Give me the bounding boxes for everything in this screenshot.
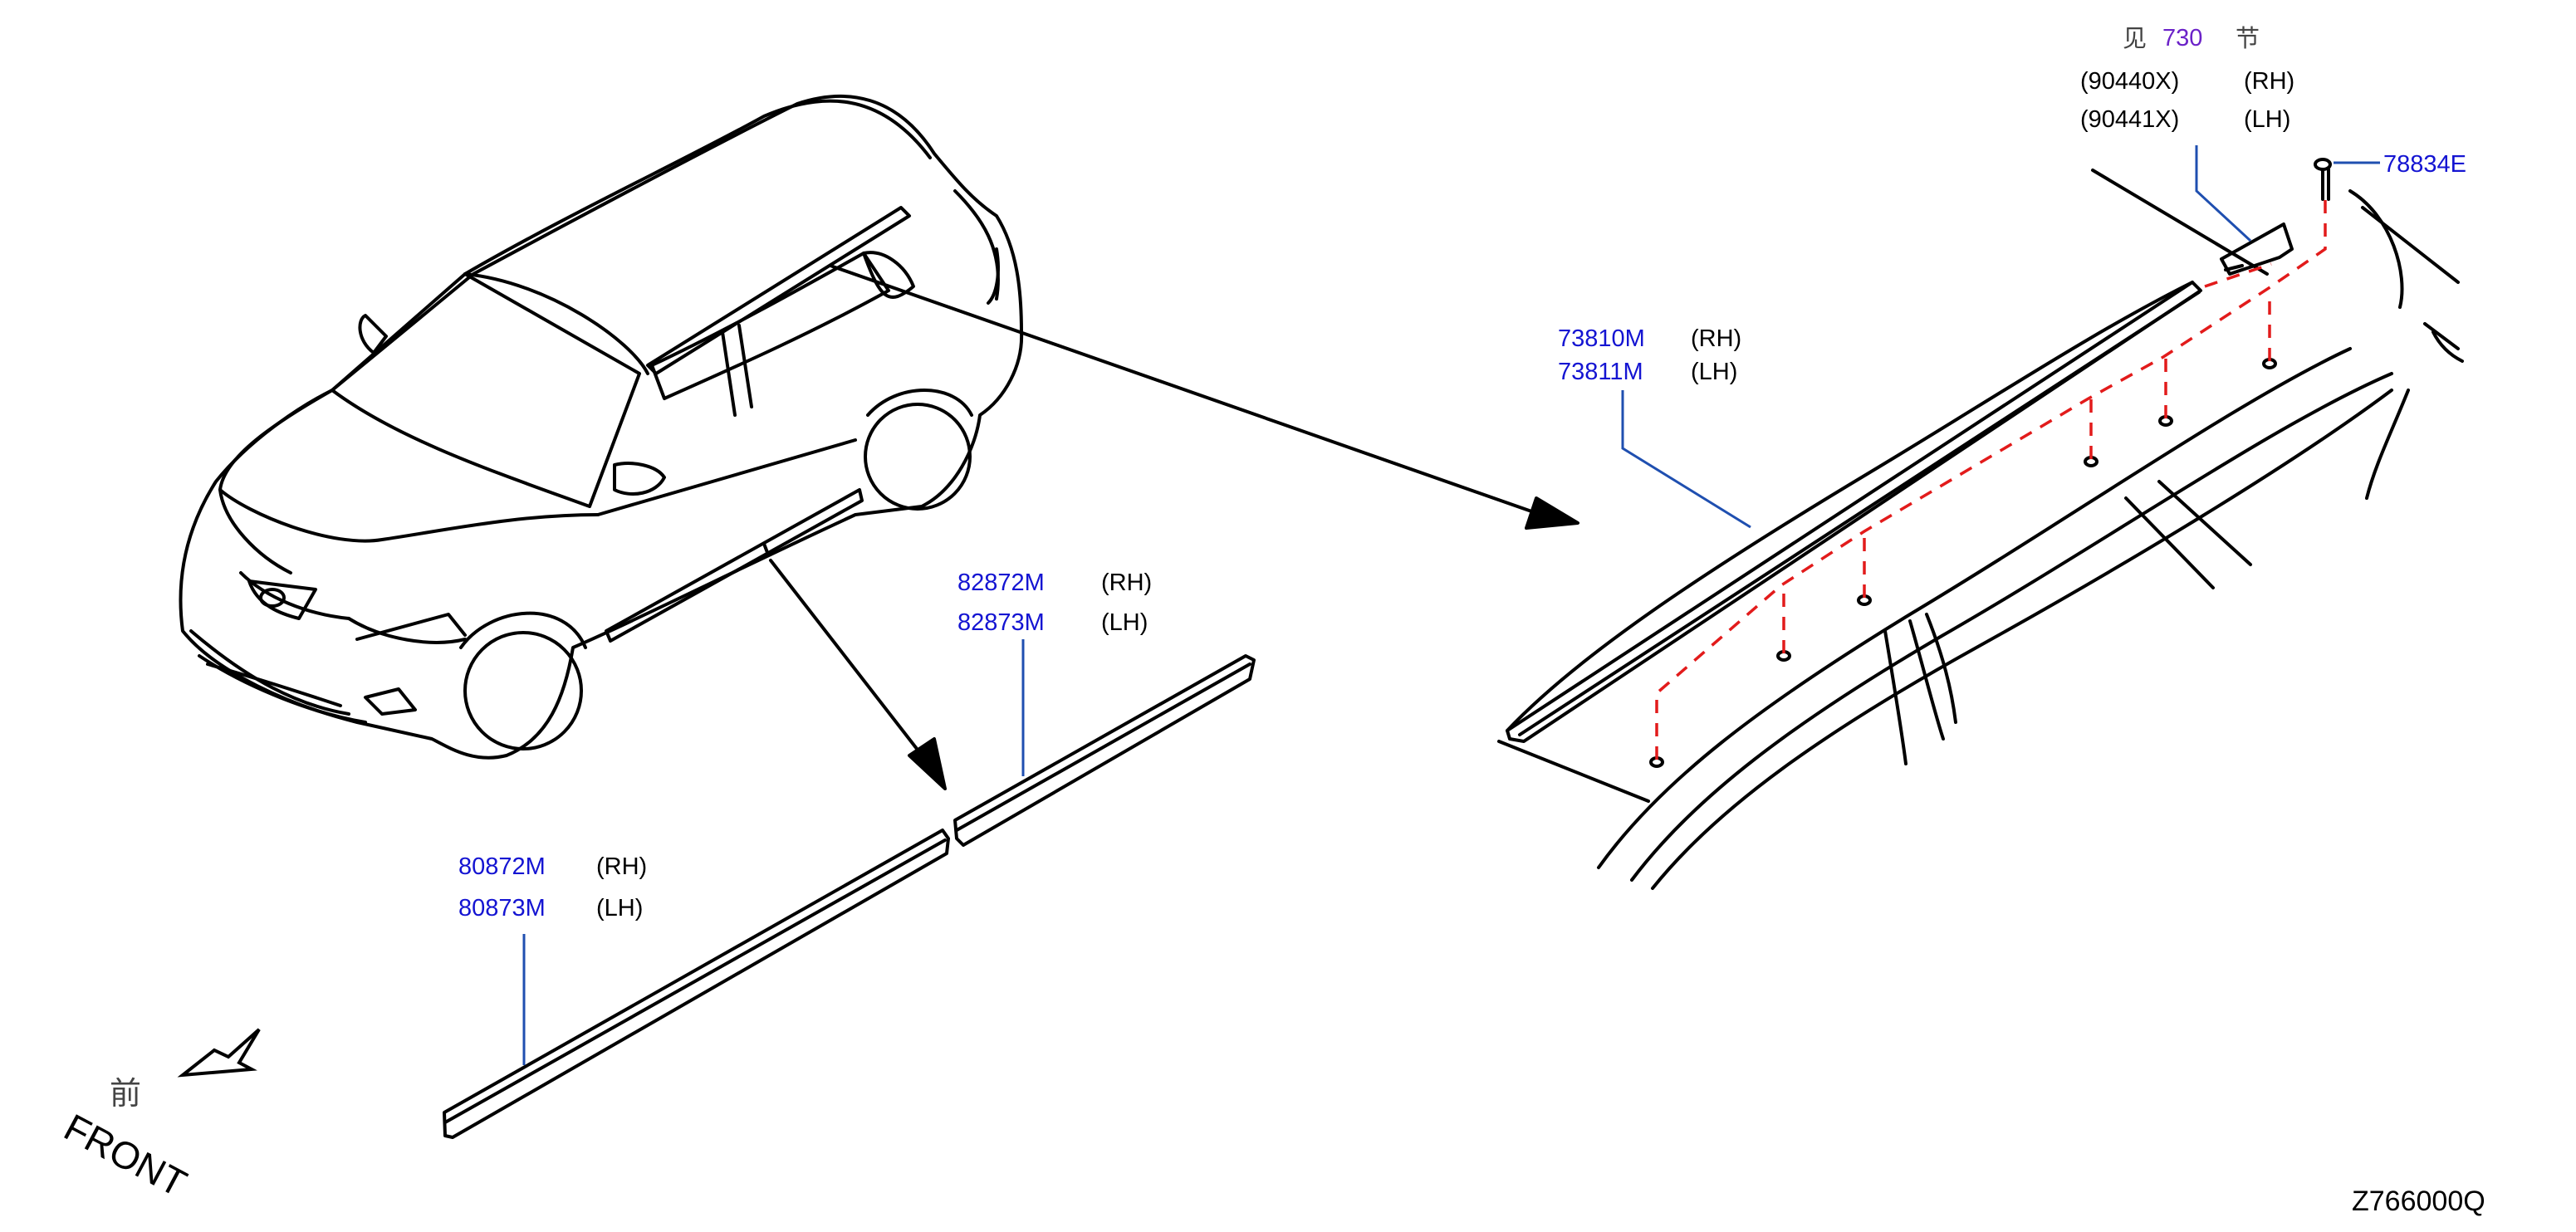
hidden-line-mounting xyxy=(1655,199,2327,760)
ref-part-lh: (90441X) xyxy=(2080,106,2180,133)
part-number-roof-rh[interactable]: 73810M xyxy=(1558,325,1645,352)
ref-side-rh: (RH) xyxy=(2244,68,2295,95)
roof-side-rh: (RH) xyxy=(1691,325,1742,352)
front-side-rh: (RH) xyxy=(596,853,648,880)
part-number-roof-lh[interactable]: 73811M xyxy=(1558,359,1643,385)
callout-arrows xyxy=(769,264,1579,790)
part-number-front-molding-rh[interactable]: 80872M xyxy=(458,853,546,880)
roof-side-lh: (LH) xyxy=(1691,359,1738,385)
rear-door-molding xyxy=(953,654,1256,847)
part-number-front-molding-lh[interactable]: 80873M xyxy=(458,895,546,922)
front-arrow-icon xyxy=(177,1028,261,1078)
see-label: 见 xyxy=(2123,24,2147,52)
part-number-rear-molding-rh[interactable]: 82872M xyxy=(957,570,1045,596)
ref-part-rh: (90440X) xyxy=(2080,68,2180,95)
leader-lines xyxy=(522,145,2380,1065)
arrow-head-molding xyxy=(908,737,947,790)
part-number-clip[interactable]: 78834E xyxy=(2383,151,2466,178)
section-reference-link[interactable]: 730 xyxy=(2162,25,2203,51)
rear-side-rh: (RH) xyxy=(1101,570,1153,596)
roof-detail xyxy=(1497,158,2464,890)
part-number-rear-molding-lh[interactable]: 82873M xyxy=(957,609,1045,636)
diagram-id: Z766000Q xyxy=(2352,1186,2485,1217)
arrow-head-roof xyxy=(1525,496,1579,530)
vehicle-illustration xyxy=(179,94,1024,760)
front-door-molding xyxy=(443,829,950,1139)
front-cjk-label: 前 xyxy=(110,1075,142,1112)
section-word-label: 节 xyxy=(2236,24,2260,52)
ref-side-lh: (LH) xyxy=(2244,106,2291,133)
front-side-lh: (LH) xyxy=(596,895,644,922)
end-cap xyxy=(2220,222,2294,276)
rear-side-lh: (LH) xyxy=(1101,609,1148,636)
